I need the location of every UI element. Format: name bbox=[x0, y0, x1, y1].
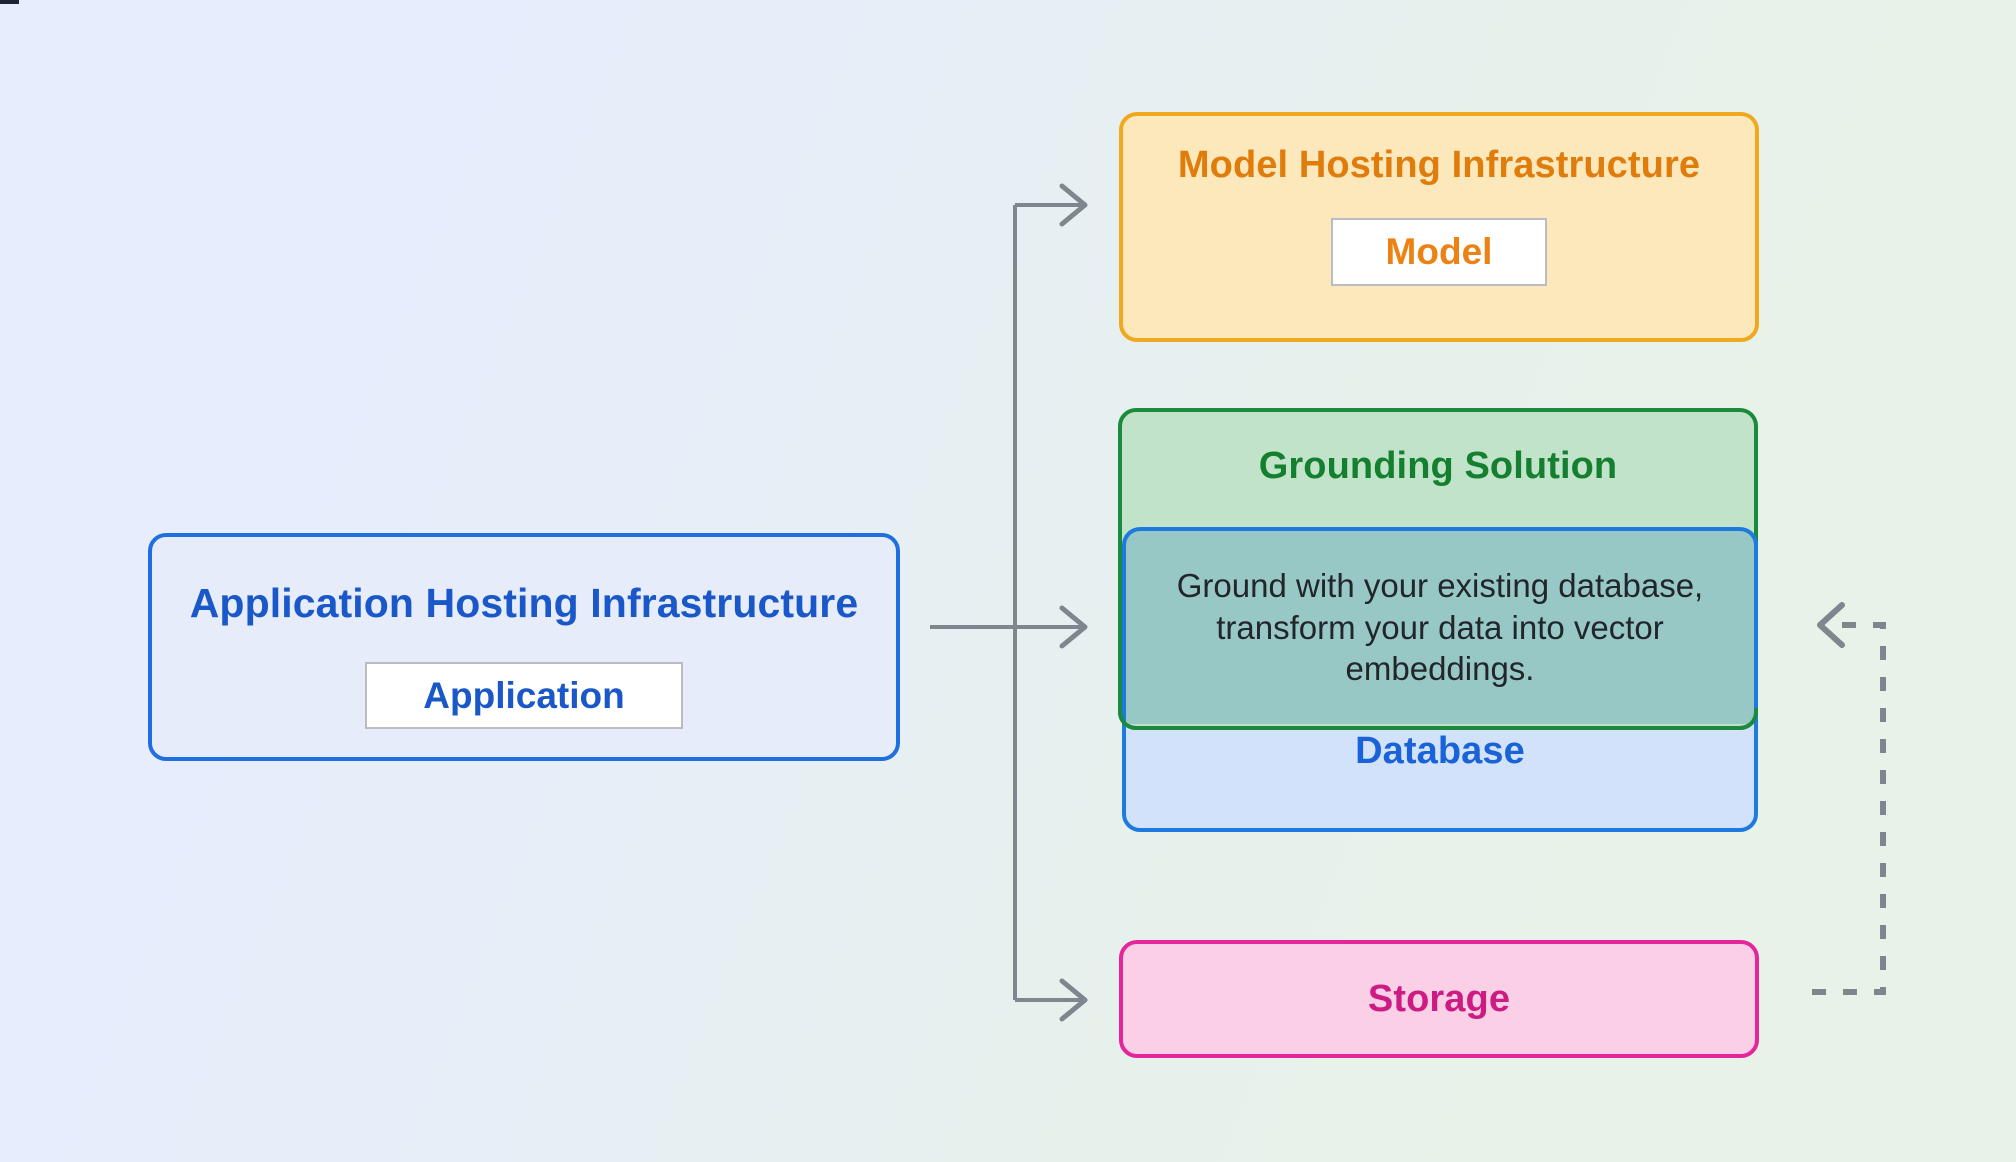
arrowhead-grounding-icon bbox=[1059, 605, 1088, 649]
corner-artifact bbox=[0, 0, 19, 4]
arrowhead-storage-icon bbox=[1059, 978, 1088, 1022]
grounding-database-overlap: Ground with your existing database, tran… bbox=[1122, 527, 1758, 724]
grounding-solution-title: Grounding Solution bbox=[1258, 445, 1618, 487]
model-hosting-title: Model Hosting Infrastructure bbox=[1177, 144, 1701, 186]
model-chip[interactable]: Model bbox=[1331, 218, 1547, 286]
application-hosting-title: Application Hosting Infrastructure bbox=[189, 580, 859, 626]
storage-title: Storage bbox=[1367, 977, 1511, 1020]
connector-to-model-hosting bbox=[1015, 183, 1088, 227]
connector-to-storage bbox=[1015, 978, 1088, 1022]
grounding-solution-description: Ground with your existing database, tran… bbox=[1176, 567, 1704, 688]
database-title: Database bbox=[1355, 730, 1525, 772]
connector-application-trunk bbox=[930, 205, 1017, 1000]
node-application-hosting-infrastructure[interactable]: Application Hosting Infrastructure Appli… bbox=[148, 533, 900, 761]
connector-to-grounding-solution bbox=[1015, 605, 1088, 649]
node-storage[interactable]: Storage bbox=[1119, 940, 1759, 1058]
node-model-hosting-infrastructure[interactable]: Model Hosting Infrastructure Model bbox=[1119, 112, 1759, 342]
connector-storage-to-database-dashed bbox=[1812, 602, 1886, 995]
application-chip[interactable]: Application bbox=[365, 662, 683, 729]
connector-feedback-dashed-line bbox=[1812, 622, 1886, 995]
arrowhead-feedback-icon bbox=[1817, 602, 1845, 648]
arrowhead-model-icon bbox=[1059, 183, 1088, 227]
